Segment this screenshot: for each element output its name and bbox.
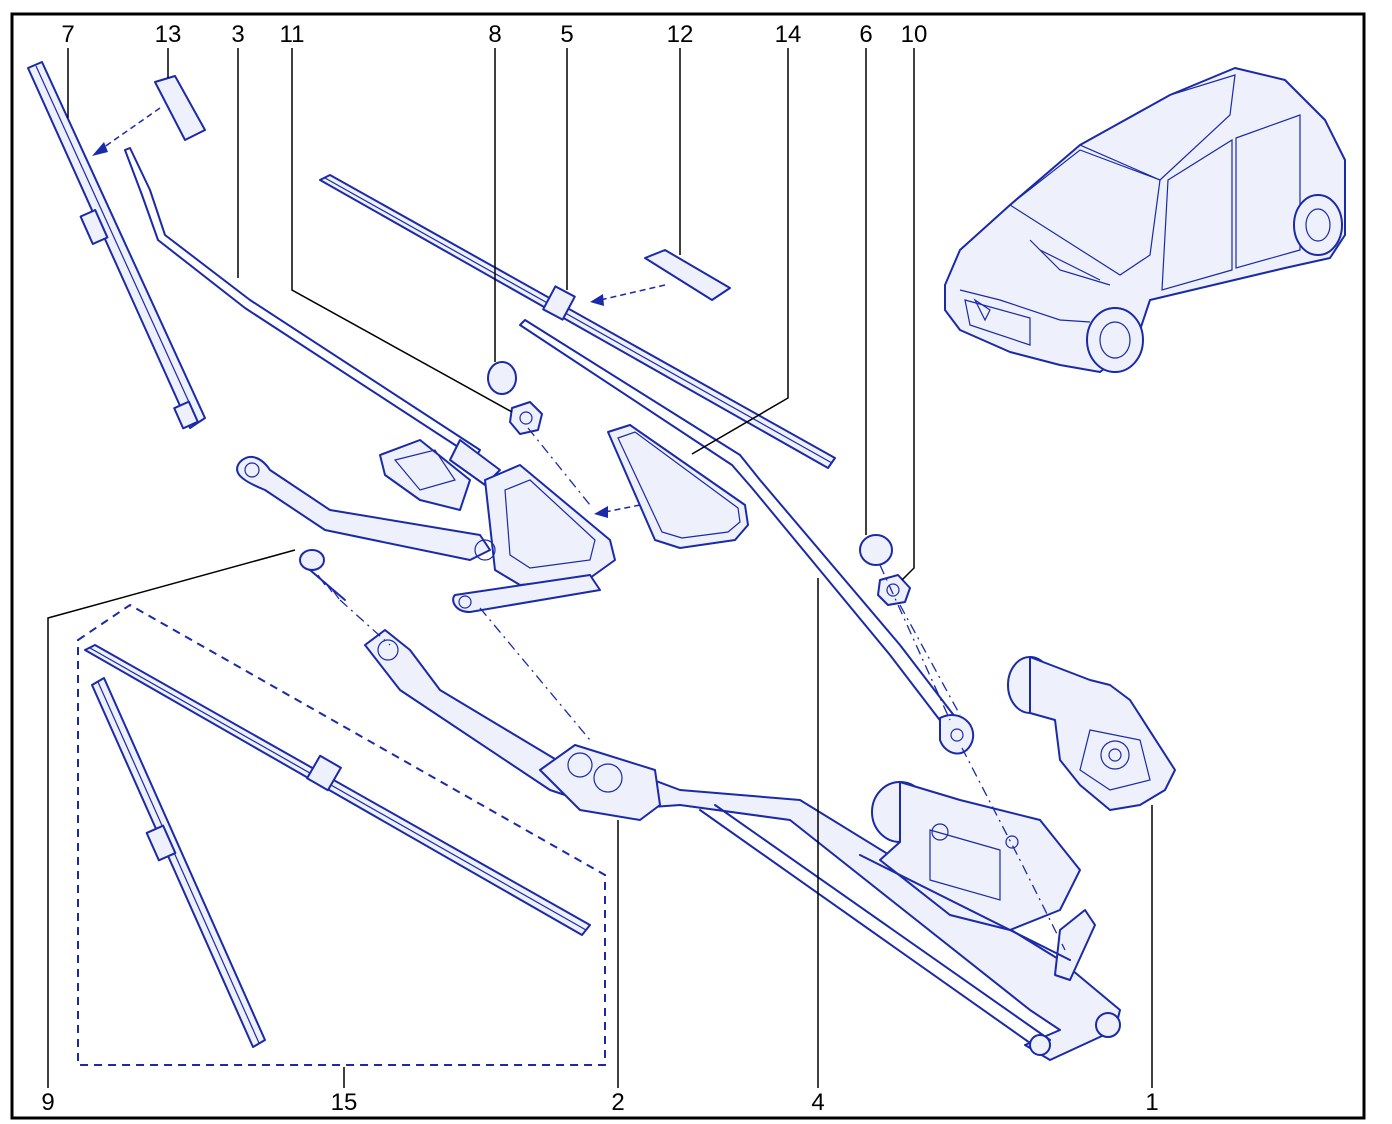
callout-1: 1 [1145, 1089, 1158, 1116]
assembly-line-crank [479, 607, 591, 741]
protective-cover [607, 424, 749, 549]
bolt-9 [299, 549, 346, 601]
assembly-arrow-12 [599, 284, 666, 301]
nut-cap-6 [859, 534, 893, 566]
callout-12: 12 [667, 21, 694, 48]
kit-blade-short [91, 677, 266, 1048]
assembly-line-arm-right [961, 747, 1066, 951]
callout-labels: 7 13 3 11 8 5 12 14 6 10 9 15 2 4 1 [41, 21, 1158, 1116]
assembly-line-6 [879, 564, 951, 721]
crank-lower-arm [452, 539, 601, 613]
callout-3: 3 [231, 21, 244, 48]
wiper-linkage-mechanism [364, 629, 1121, 1061]
nut-10 [877, 574, 911, 606]
wiper-arm-right [519, 319, 975, 755]
arm-base-left [484, 464, 616, 586]
nut-cap-8 [487, 361, 517, 395]
callout-9: 9 [41, 1089, 54, 1116]
callout-14: 14 [775, 21, 802, 48]
leader-lines [47, 48, 1153, 1088]
callout-6: 6 [859, 21, 872, 48]
assembly-line-10 [899, 604, 961, 716]
assembly-arrow-13 [99, 107, 161, 151]
blade-kit-outline [77, 603, 606, 1066]
nut-11 [509, 401, 543, 435]
wiper-blade-left [27, 61, 206, 430]
callout-11: 11 [280, 21, 305, 48]
kit-blade-long [84, 644, 591, 936]
callout-8: 8 [488, 21, 501, 48]
callout-4: 4 [811, 1089, 824, 1116]
motor-on-linkage [859, 781, 1081, 961]
wiper-arm-hinge-left [379, 439, 471, 511]
callout-2: 2 [611, 1089, 624, 1116]
wiper-blade-right [319, 174, 836, 469]
assembly-line-8 [527, 427, 591, 506]
callout-7: 7 [61, 21, 74, 48]
diagram-frame [10, 12, 1366, 1120]
assembly-arrow-14 [604, 504, 641, 513]
callout-13: 13 [155, 21, 182, 48]
wiper-motor [1007, 656, 1176, 811]
wiper-arm-left [124, 147, 501, 486]
callout-10: 10 [901, 21, 928, 48]
arm-end-cap-right [644, 249, 731, 301]
vehicle-illustration [944, 67, 1346, 373]
callout-5: 5 [560, 21, 573, 48]
callout-15: 15 [331, 1089, 358, 1116]
arm-end-cap-left [154, 75, 206, 141]
linkage-crank-left [236, 455, 491, 561]
